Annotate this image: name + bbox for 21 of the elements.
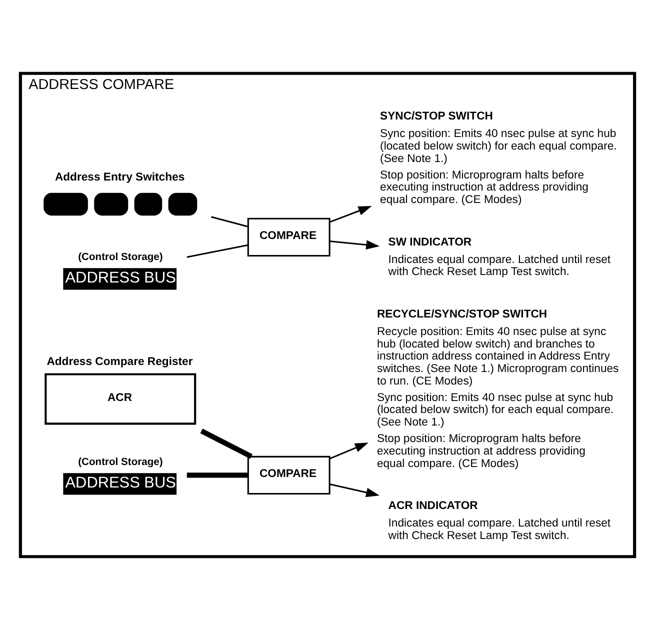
node-text: SYNC/STOP SWITCH Sync position: Emits 40 nsec pulse at sync hub (located below switch) for each equal compare. (See Note 1.) Stop position: Microprogram halts before executing instruction at address providing equal compare. (CE Modes) bbox=[380, 110, 617, 206]
node-box: ACR bbox=[44, 372, 196, 424]
node-label: (Control Storage) bbox=[78, 251, 163, 262]
node-box: COMPARE bbox=[247, 455, 330, 494]
node-label: Address Entry Switches bbox=[54, 170, 185, 183]
node-text: SW INDICATOR Indicates equal compare. Latched until reset with Check Reset Lamp Test switch. bbox=[388, 236, 611, 278]
arrow bbox=[330, 483, 380, 497]
arrow bbox=[330, 206, 372, 222]
node-box: ADDRESS BUS bbox=[63, 268, 177, 290]
node-text: RECYCLE/SYNC/STOP SWITCH Recycle position: Emits 40 nsec pulse at sync hub (located below switch) and branches to instruction address contained in Address Entry switches. (See Note 1.) Microprogram continues to run. (CE Modes) Sync position: Emits 40 nsec pulse at sync hub (located below switch) for each equal compare. (See Note 1.) Stop position: Microprogram halts before executing instruction at address providing equal compare. (CE Modes) bbox=[376, 308, 619, 470]
arrow bbox=[330, 240, 380, 250]
node-text: ACR INDICATOR Indicates equal compare. Latched until reset with Check Reset Lamp Test switch. bbox=[388, 500, 611, 542]
connector bbox=[211, 216, 248, 227]
node-box: ADDRESS BUS bbox=[63, 472, 177, 494]
connector bbox=[186, 244, 248, 258]
node-label: (Control Storage) bbox=[78, 456, 163, 468]
arrow bbox=[330, 442, 368, 459]
node-box: COMPARE bbox=[247, 217, 330, 256]
connector bbox=[186, 472, 248, 478]
node-label: Address Compare Register bbox=[46, 355, 193, 368]
connector bbox=[200, 428, 253, 458]
